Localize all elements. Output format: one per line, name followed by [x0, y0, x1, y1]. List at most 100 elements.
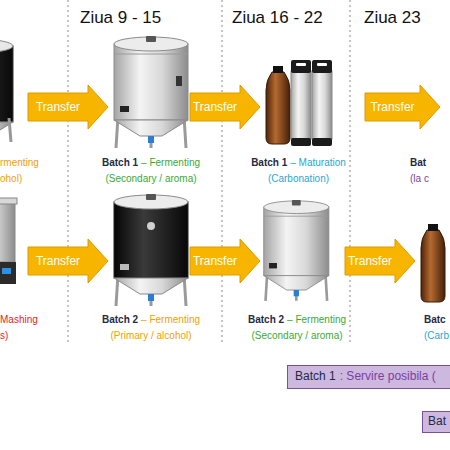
- caption-text: – Fermenting: [141, 312, 200, 328]
- caption-text: s): [0, 330, 8, 341]
- lid-handle: [146, 194, 156, 200]
- fermenter-leg: [9, 118, 11, 142]
- stage-node: Bat(la c: [441, 38, 450, 185]
- caption-line: Batch 1– Maturation: [251, 155, 346, 171]
- keg-handle: [296, 63, 306, 66]
- caption-text: Batc: [424, 314, 446, 325]
- caption-text: (Carb: [424, 330, 449, 341]
- caption-line: s): [0, 328, 8, 344]
- keg-bottom: [312, 138, 332, 146]
- fermenter-body: [114, 44, 188, 120]
- fermenter-lid: [264, 201, 329, 214]
- stainless-fermenter: [264, 200, 329, 301]
- pet-bottle: [266, 66, 290, 144]
- valve: [120, 106, 129, 112]
- caption-line: (Carbonation): [268, 171, 329, 187]
- transfer-arrow: [28, 239, 108, 283]
- caption-line: Batch 2– Fermenting: [102, 312, 200, 328]
- caption-text: Batch 1: [102, 157, 138, 168]
- caption-line: Batch 1– Fermenting: [102, 155, 200, 171]
- arrow-label: Transfer: [36, 254, 80, 268]
- arrow-label: Transfer: [193, 254, 237, 268]
- caption-line: Batch 2– Fermenting: [248, 312, 346, 328]
- status-box: Bat: [422, 411, 450, 433]
- keg-handle: [317, 63, 327, 66]
- keg-top: [291, 60, 311, 73]
- caption-line: (Secondary / aroma): [251, 328, 342, 344]
- caption-line: (Primary / alcohol): [110, 328, 191, 344]
- stage-node: Batch 2– Fermenting(Secondary / aroma): [262, 195, 332, 342]
- fermenter-cone: [114, 278, 188, 294]
- caption-line: Mashing: [0, 312, 38, 328]
- lid-handle: [146, 36, 156, 42]
- divider-line: [350, 0, 351, 345]
- fermenter-lid: [0, 39, 13, 53]
- transfer-arrow: [365, 85, 440, 129]
- mash-pot: [0, 198, 17, 284]
- fermenter-cone: [114, 120, 188, 136]
- caption-text: (Carbonation): [268, 173, 329, 184]
- fermenter-lid: [114, 195, 188, 209]
- fermenter-body: [264, 207, 329, 275]
- caption-line: (Carb: [424, 328, 449, 344]
- caption-text: rmenting: [0, 157, 39, 168]
- transfer-arrow: [190, 239, 260, 283]
- stage-node: Mashings): [0, 195, 15, 342]
- caption-text: (Secondary / aroma): [105, 173, 196, 184]
- arrow-label: Transfer: [36, 100, 80, 114]
- tap: [294, 290, 299, 296]
- caption-line: Bat: [428, 414, 446, 428]
- pot-body: [0, 202, 15, 262]
- caption-line: (Secondary / aroma): [105, 171, 196, 187]
- caption-text: – Maturation: [290, 155, 346, 171]
- pot-rim: [0, 198, 17, 204]
- transfer-arrow: [345, 239, 415, 283]
- column-header: Ziua 16 - 22: [232, 8, 323, 28]
- caption-text: – Fermenting: [287, 312, 346, 328]
- caption-text: (la c: [410, 173, 429, 184]
- pet-bottle: [421, 224, 445, 302]
- black-fermenter: [114, 194, 188, 306]
- caption-line: Batch 1: Servire posibila (: [295, 369, 436, 383]
- caption-text: Batch 2: [248, 314, 284, 325]
- status-box: Batch 1: Servire posibila (: [287, 365, 450, 389]
- lid-handle: [292, 200, 301, 205]
- tap: [148, 294, 154, 301]
- maturation-vessels: [266, 60, 332, 146]
- arrow-label: Transfer: [348, 254, 392, 268]
- transfer-arrow: [28, 85, 108, 129]
- divider-line: [222, 0, 223, 345]
- column-header: Ziua 23: [364, 8, 421, 28]
- pot-display: [2, 268, 11, 274]
- caption-text: (Primary / alcohol): [110, 330, 191, 341]
- caption-text: – Fermenting: [141, 155, 200, 171]
- logo-mark: [147, 222, 155, 230]
- arrow-label: Transfer: [370, 100, 414, 114]
- tap: [148, 136, 154, 143]
- keg-body: [312, 71, 332, 139]
- bottle-cap: [428, 224, 438, 231]
- valve: [120, 264, 129, 270]
- pot-base: [0, 262, 16, 284]
- caption-text: Batch 1: [295, 369, 336, 383]
- stage-node: Batch 1– Fermenting(Secondary / aroma): [112, 38, 190, 185]
- stainless-fermenter: [114, 36, 188, 148]
- stage-node: Batch 1– Maturation(Carbonation): [265, 38, 332, 185]
- arrow-label: Transfer: [193, 100, 237, 114]
- caption-text: Bat: [410, 157, 426, 168]
- keg: [312, 60, 332, 146]
- keg: [291, 60, 311, 146]
- bottle-body: [266, 72, 290, 144]
- fermenter-cone: [264, 276, 329, 290]
- fermenter-body: [0, 46, 13, 122]
- stage-node: Batc (Carb: [420, 195, 450, 342]
- caption-line: rmenting: [0, 155, 39, 171]
- fermenter-band: [114, 54, 188, 55]
- caption-text: (Secondary / aroma): [251, 330, 342, 341]
- caption-line: ohol): [0, 171, 22, 187]
- caption-line: (la c: [410, 171, 429, 187]
- bottle-cap: [273, 66, 283, 73]
- caption-text: ohol): [0, 173, 22, 184]
- caption-text: Batch 2: [102, 314, 138, 325]
- stage-node: Batch 2– Fermenting(Primary / alcohol): [112, 195, 190, 342]
